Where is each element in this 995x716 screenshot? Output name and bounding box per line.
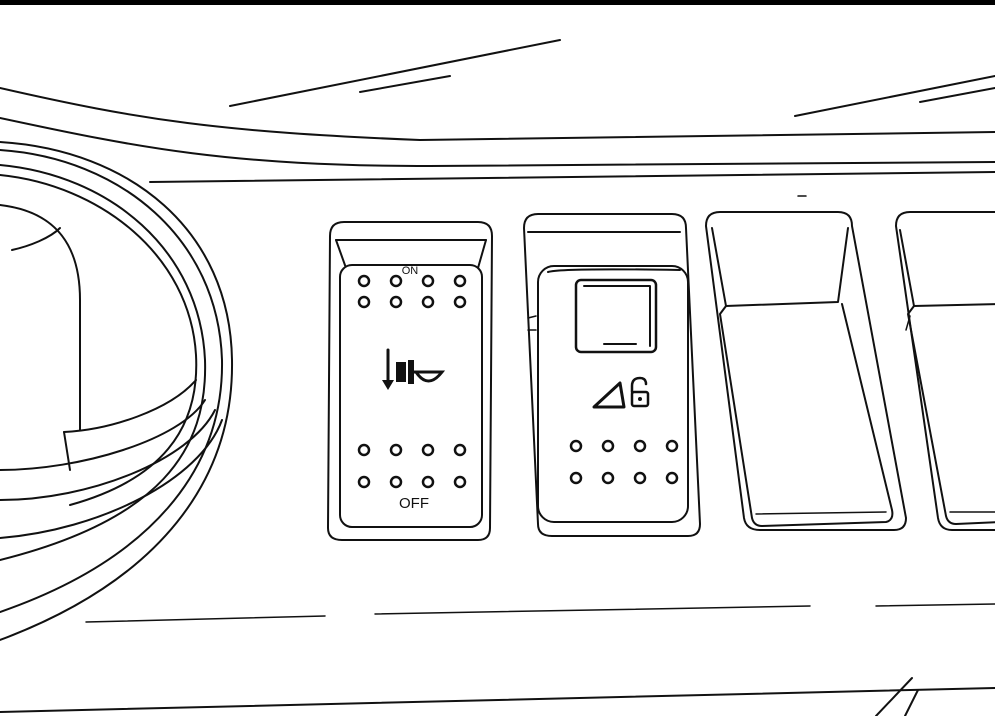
dashboard-outline (0, 39, 995, 716)
indicator-dots (569, 439, 679, 485)
gauge-housing (0, 141, 234, 641)
blank-switch-slot-3 (704, 211, 908, 531)
lift-axle-lower-icon (382, 348, 446, 390)
push-switch-2[interactable] (522, 213, 702, 537)
rocker-switch-1-cap[interactable] (339, 264, 483, 528)
top-border (0, 0, 995, 5)
indicator-dots-bottom (357, 443, 467, 489)
indicator-dots-top (357, 274, 467, 309)
rocker-switch-1[interactable]: ON OFF (326, 221, 494, 541)
switch-1-off-label: OFF (399, 495, 429, 512)
indicator-lamp-window (574, 278, 658, 354)
tipper-unlock-icon (592, 376, 650, 409)
blank-switch-slot-4 (894, 211, 995, 531)
switch-1-on-label: ON (402, 265, 419, 277)
